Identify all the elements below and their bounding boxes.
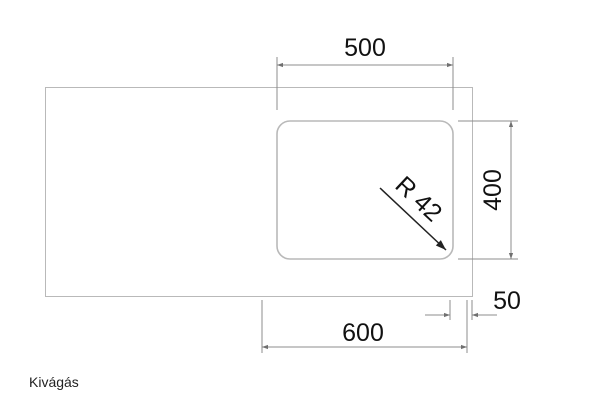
caption-label: Kivágás xyxy=(29,374,79,390)
radius-leader-line xyxy=(379,187,447,251)
cutout-width-label: 500 xyxy=(344,34,386,62)
countertop-outline xyxy=(45,87,473,297)
corner-radius-label: R 42 xyxy=(390,171,448,227)
cutout-height-label: 400 xyxy=(479,169,507,211)
offset-label: 50 xyxy=(493,287,521,315)
distance-width-label: 600 xyxy=(342,319,384,347)
sink-cutout-outline xyxy=(276,120,454,260)
